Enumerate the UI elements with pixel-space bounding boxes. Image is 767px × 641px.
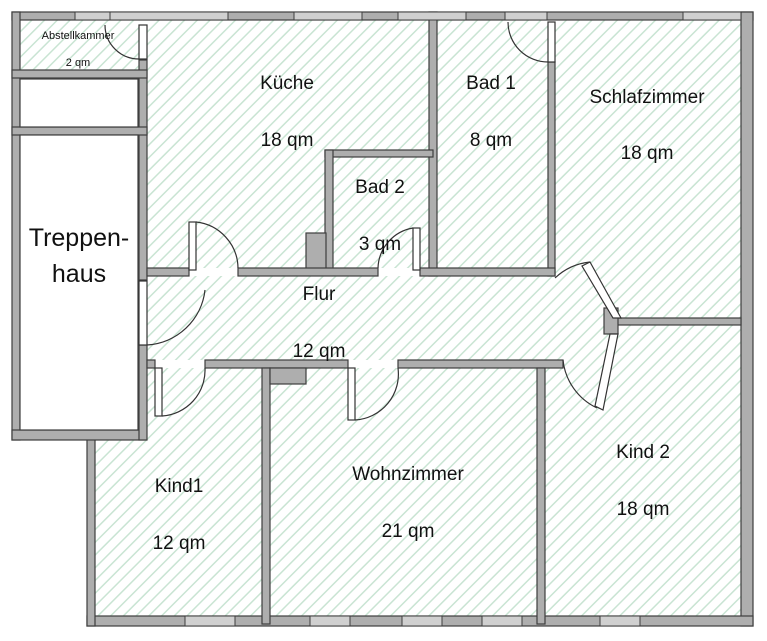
floor-bad1 (437, 20, 550, 268)
room-area-flur: 12 qm (293, 341, 346, 362)
room-name-bad2: Bad 2 (355, 177, 405, 198)
labels: Abstellkammer 2 qm Küche 18 qm Bad 1 8 q… (29, 30, 705, 554)
wall-wohn-kind2 (536, 367, 546, 625)
room-name-bad1: Bad 1 (466, 73, 516, 94)
wall-flur-top-b (237, 267, 379, 277)
window (109, 11, 229, 21)
door-kind1 (154, 367, 206, 417)
room-area-kind2: 18 qm (617, 499, 670, 520)
room-area-bad1: 8 qm (470, 130, 512, 151)
door-treppenhaus (138, 280, 206, 346)
floor-wohnzimmer (270, 368, 538, 616)
wall-schlaf-kind2 (609, 317, 742, 326)
wall-flur-bottom-c (397, 359, 564, 369)
door-abstellkammer (104, 24, 148, 60)
room-name-flur: Flur (303, 284, 336, 305)
room-area-bad2: 3 qm (359, 234, 401, 255)
window (401, 615, 443, 627)
stair-inner-box (19, 78, 139, 128)
wall-flur-top-a (146, 267, 190, 277)
door-wohnzimmer (347, 367, 399, 421)
wall-stair-right (138, 59, 148, 281)
window (293, 11, 363, 21)
floor-schlafzimmer (555, 20, 741, 318)
room-name-schlafzimmer: Schlafzimmer (589, 87, 705, 108)
room-area-schlafzimmer: 18 qm (621, 143, 674, 164)
window (309, 615, 351, 627)
window (184, 615, 236, 627)
wall-wohn-stub (269, 367, 307, 385)
room-area-wohnzimmer: 21 qm (382, 521, 435, 542)
door-schlafzimmer (554, 261, 623, 319)
room-area-abstellkammer: 2 qm (66, 57, 90, 69)
windows (74, 11, 742, 627)
stair-well (19, 134, 139, 431)
door-kueche (188, 221, 239, 271)
room-name-treppenhaus-1: Treppen- (29, 224, 130, 252)
wall-abstell-bottom (11, 69, 148, 79)
wall-stair-box-top (11, 126, 148, 136)
doors (104, 21, 623, 421)
wall-right (740, 11, 754, 627)
room-area-kind1: 12 qm (153, 533, 206, 554)
window (397, 11, 467, 21)
window (74, 11, 114, 21)
wall-flur-bottom-a (146, 359, 156, 369)
wall-stair-right-lower (138, 344, 148, 441)
wall-kind1-wohn (261, 367, 271, 625)
wall-bad2-top (324, 149, 434, 158)
room-name-kueche: Küche (260, 73, 314, 94)
window (599, 615, 641, 627)
floor-kind2 (545, 325, 741, 616)
room-name-kind2: Kind 2 (616, 442, 670, 463)
window (481, 615, 523, 627)
floor-bad2 (333, 157, 428, 268)
door-bad2 (377, 227, 421, 271)
room-name-abstellkammer: Abstellkammer (42, 30, 115, 42)
wall-kueche-bad1 (428, 11, 438, 277)
floor-flur (147, 276, 617, 360)
wall-flur-top-c (419, 267, 556, 277)
floor-areas (20, 20, 741, 616)
wall-left-kind1 (86, 437, 96, 627)
door-bad1 (507, 21, 556, 63)
door-kind2 (562, 333, 619, 411)
room-name-kind1: Kind1 (155, 476, 204, 497)
room-area-kueche: 18 qm (261, 130, 314, 151)
room-name-wohnzimmer: Wohnzimmer (352, 464, 464, 485)
wall-stair-bottom (11, 429, 147, 441)
room-name-treppenhaus-2: haus (52, 260, 106, 288)
window (504, 11, 548, 21)
walls (11, 11, 754, 627)
wall-bad1-schlaf (547, 61, 556, 277)
floor-abstellkammer (20, 20, 140, 70)
window (682, 11, 742, 21)
